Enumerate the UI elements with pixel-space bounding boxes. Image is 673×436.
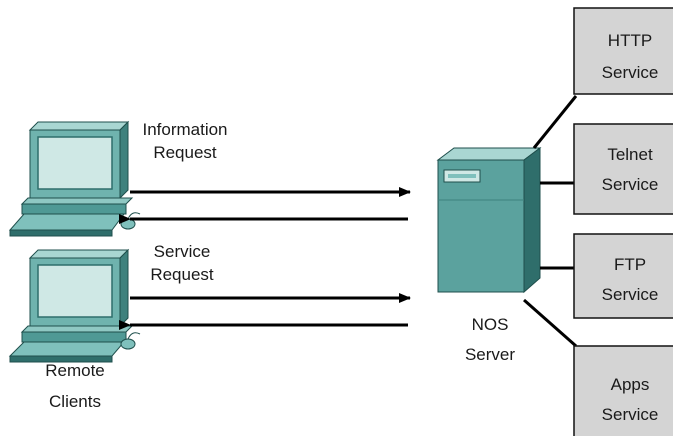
- remote-client-computer-icon: [8, 248, 141, 363]
- label-line-1: Service: [154, 242, 211, 261]
- service-title: Telnet: [607, 145, 653, 164]
- service-request-arrows: [119, 293, 411, 330]
- label-line-1: NOS: [472, 315, 509, 334]
- remote-client-computer-icon: [8, 120, 141, 237]
- information-request-label: Information Request: [142, 120, 227, 162]
- service-subtitle: Service: [602, 405, 659, 424]
- label-line-2: Server: [465, 345, 515, 364]
- service-connectors: [523, 95, 578, 348]
- label-line-1: Remote: [45, 361, 105, 380]
- service-box-ftp: FTP Service: [573, 233, 673, 319]
- service-box: [573, 7, 673, 95]
- label-line-2: Clients: [49, 392, 101, 411]
- service-subtitle: Service: [602, 175, 659, 194]
- connector-apps: [523, 298, 577, 348]
- service-box-http: HTTP Service: [573, 7, 673, 95]
- information-request-arrows: [119, 187, 411, 224]
- label-line-2: Request: [150, 265, 214, 284]
- service-subtitle: Service: [602, 285, 659, 304]
- service-box-apps: Apps Service: [573, 345, 673, 436]
- service-title: Apps: [611, 375, 650, 394]
- service-title: FTP: [614, 255, 646, 274]
- nos-server-label: NOS Server: [465, 315, 515, 364]
- nos-server-tower-icon: [436, 147, 542, 294]
- service-request-label: Service Request: [150, 242, 214, 284]
- service-box-telnet: Telnet Service: [573, 123, 673, 215]
- service-box: [573, 123, 673, 215]
- label-line-1: Information: [142, 120, 227, 139]
- service-box: [573, 233, 673, 319]
- remote-clients-label: Remote Clients: [45, 361, 105, 411]
- connector-http: [532, 95, 578, 149]
- service-subtitle: Service: [602, 63, 659, 82]
- service-box: [573, 345, 673, 436]
- service-title: HTTP: [608, 31, 652, 50]
- label-line-2: Request: [153, 143, 217, 162]
